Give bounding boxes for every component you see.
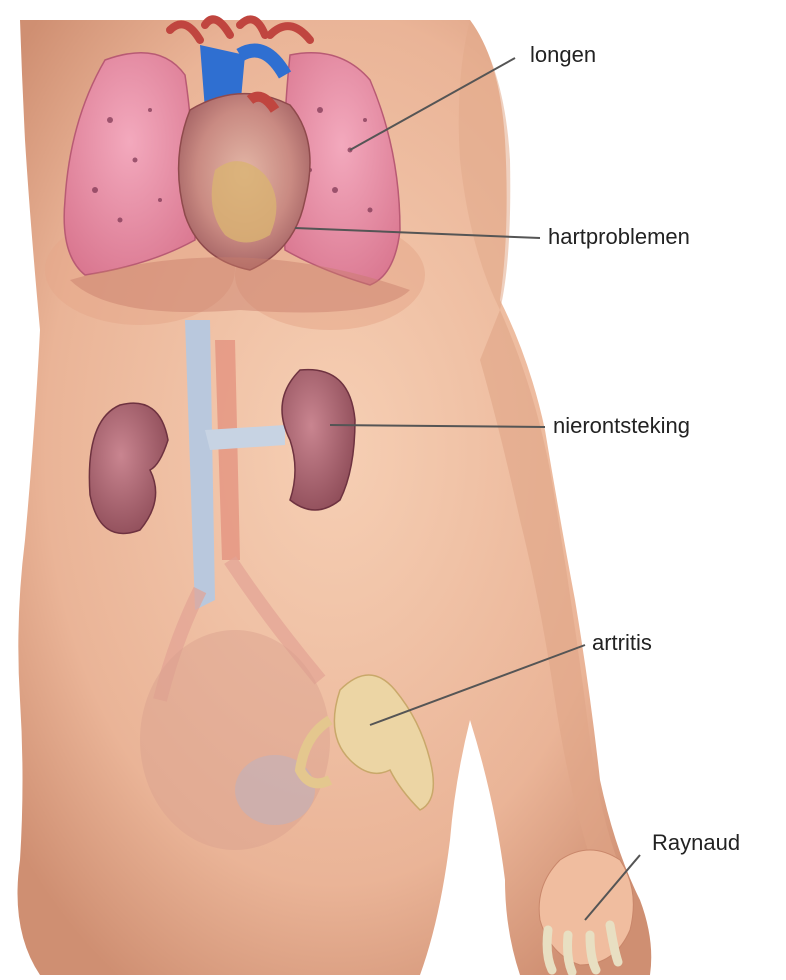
right-kidney — [282, 370, 355, 510]
label-kidneys: nierontsteking — [553, 413, 690, 439]
label-arthritis: artritis — [592, 630, 652, 656]
label-raynaud: Raynaud — [652, 830, 740, 856]
label-lungs: longen — [530, 42, 596, 68]
pelvic-area — [140, 630, 330, 850]
label-heart: hartproblemen — [548, 224, 690, 250]
